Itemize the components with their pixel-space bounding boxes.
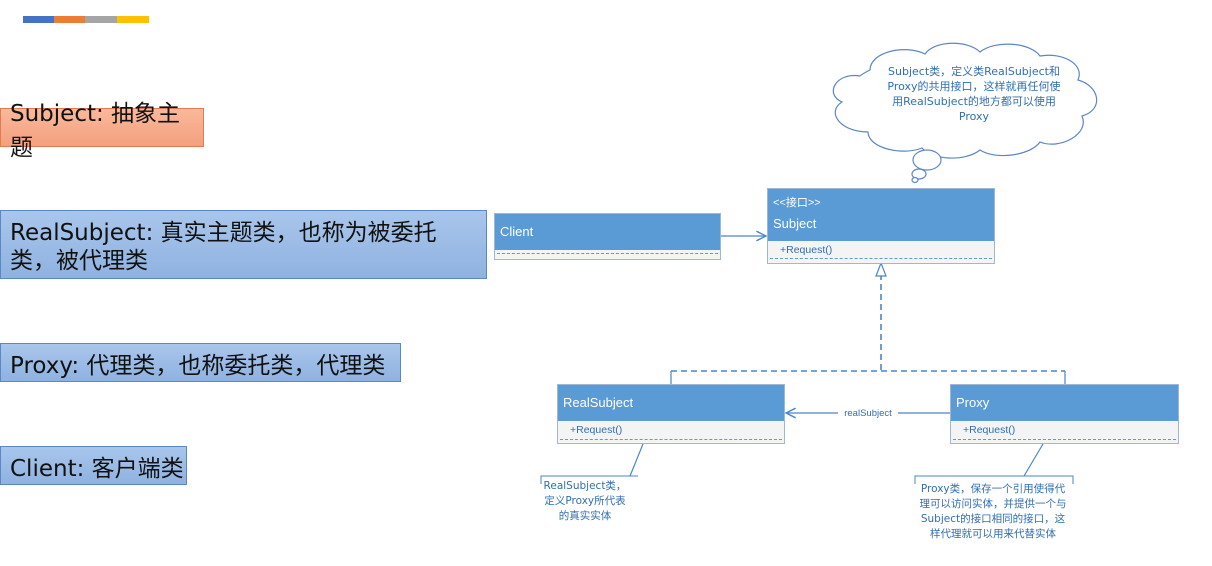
uml-proxy-name: Proxy [956, 395, 990, 410]
uml-proxy-header: Proxy [951, 385, 1178, 421]
stripe-yellow [117, 16, 149, 23]
uml-proxy: Proxy +Request() [950, 384, 1179, 444]
legend-client-text: Client: 客户端类 [10, 455, 184, 482]
uml-subject-header: <<接口>> Subject [768, 189, 994, 241]
legend-subject-text: Subject: 抽象主题 [10, 100, 181, 161]
realsubject-note-text: RealSubject类，定义Proxy所代表的真实实体 [543, 480, 627, 522]
uml-client-header: Client [495, 214, 720, 250]
stripe-orange [54, 16, 85, 23]
legend-proxy-text: Proxy: 代理类，也称委托类，代理类 [10, 352, 386, 379]
uml-subject: <<接口>> Subject +Request() [767, 188, 995, 264]
cloud-note-text: Subject类，定义类RealSubject和Proxy的共用接口，这样就再任… [887, 65, 1061, 123]
assoc-label: realSubject [838, 406, 898, 421]
uml-realsubject: RealSubject +Request() [557, 384, 785, 444]
uml-realsubject-header: RealSubject [558, 385, 784, 421]
legend-subject: Subject: 抽象主题 [0, 101, 204, 161]
legend-client: Client: 客户端类 [0, 446, 187, 485]
uml-client-name: Client [500, 224, 534, 239]
uml-subject-name: Subject [773, 216, 817, 231]
uml-proxy-op: +Request() [963, 424, 1016, 436]
uml-realsubject-op: +Request() [570, 424, 623, 436]
uml-client: Client [494, 213, 721, 260]
uml-subject-op: +Request() [780, 244, 833, 256]
stripe-blue [23, 16, 54, 23]
uml-realsubject-name: RealSubject [563, 395, 634, 410]
legend-proxy: Proxy: 代理类，也称委托类，代理类 [0, 343, 401, 382]
legend-realsubject-text: RealSubject: 真实主题类，也称为被委托类，被代理类 [10, 220, 437, 274]
proxy-note-text: Proxy类，保存一个引用使得代理可以访问实体，并提供一个与Subject的接口… [919, 483, 1067, 540]
realization-triangle [875, 261, 887, 277]
cloud-callout [832, 42, 1098, 184]
uml-subject-stereotype: <<接口>> [773, 197, 821, 209]
stripe-gray [85, 16, 117, 23]
legend-realsubject: RealSubject: 真实主题类，也称为被委托类，被代理类 [0, 210, 487, 279]
